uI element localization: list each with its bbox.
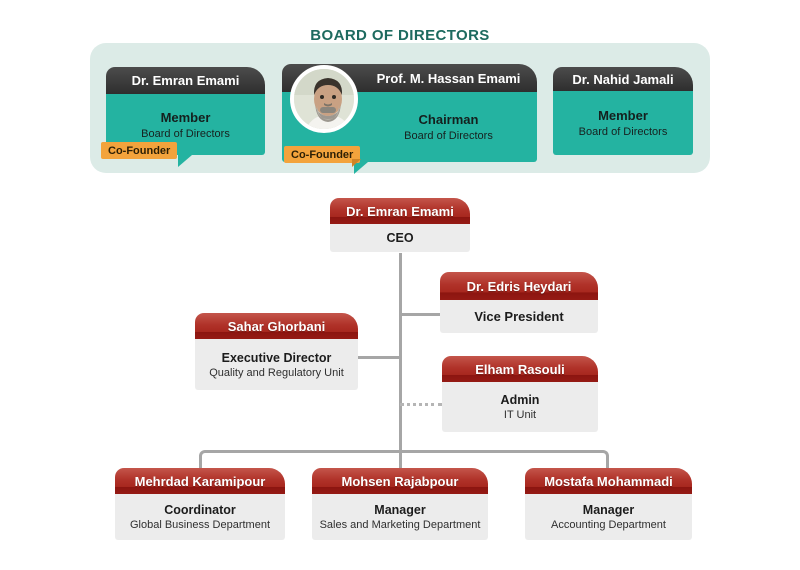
person-name: Dr. Edris Heydari [440, 272, 598, 300]
org-card-admin[interactable]: Elham Rasouli Admin IT Unit [442, 356, 598, 432]
chairman-photo [290, 65, 358, 133]
board-member-role: Member [598, 108, 648, 123]
person-name: Elham Rasouli [442, 356, 598, 382]
connector-to-vice-president [400, 313, 440, 316]
person-title: CEO [386, 231, 414, 245]
person-name: Mohsen Rajabpour [312, 468, 488, 494]
person-title: Coordinator [164, 503, 236, 517]
board-member-org: Board of Directors [404, 130, 493, 142]
connector-to-executive-director [358, 356, 400, 359]
person-unit: Accounting Department [551, 519, 666, 531]
person-name: Mostafa Mohammadi [525, 468, 692, 494]
person-unit: Quality and Regulatory Unit [209, 366, 344, 379]
person-title: Manager [582, 503, 635, 517]
person-title: Executive Director [221, 350, 332, 365]
org-card-ceo[interactable]: Dr. Emran Emami CEO [330, 198, 470, 252]
org-card-vice-president[interactable]: Dr. Edris Heydari Vice President [440, 272, 598, 333]
card-tail [178, 155, 192, 167]
connector-ceo-spine [399, 253, 402, 468]
person-title: Admin [500, 393, 540, 407]
person-name: Dr. Emran Emami [330, 198, 470, 224]
org-card-coordinator[interactable]: Mehrdad Karamipour Coordinator Global Bu… [115, 468, 285, 540]
connector-bottom-row [199, 450, 609, 468]
person-title: Vice President [474, 309, 564, 324]
board-member-org: Board of Directors [141, 127, 230, 140]
board-member-role: Member [160, 109, 211, 125]
dotted-connector-to-admin [400, 403, 442, 406]
org-card-sales-manager[interactable]: Mohsen Rajabpour Manager Sales and Marke… [312, 468, 488, 540]
board-member-name: Dr. Nahid Jamali [553, 67, 693, 91]
person-title: Manager [374, 503, 426, 517]
person-name: Sahar Ghorbani [195, 313, 358, 339]
org-card-executive-director[interactable]: Sahar Ghorbani Executive Director Qualit… [195, 313, 358, 390]
person-name: Mehrdad Karamipour [115, 468, 285, 494]
board-member-card[interactable]: Dr. Nahid Jamali Member Board of Directo… [553, 67, 693, 155]
co-founder-badge: Co-Founder [101, 142, 178, 159]
person-unit: IT Unit [503, 409, 537, 421]
board-member-role: Chairman [418, 112, 479, 127]
board-member-name: Dr. Emran Emami [106, 67, 265, 94]
co-founder-badge: Co-Founder [284, 146, 361, 163]
badge-tail [352, 159, 361, 167]
board-member-org: Board of Directors [578, 126, 668, 138]
org-card-accounting-manager[interactable]: Mostafa Mohammadi Manager Accounting Dep… [525, 468, 692, 540]
person-unit: Global Business Department [129, 519, 270, 531]
board-of-directors-title: BOARD OF DIRECTORS [310, 27, 490, 44]
person-unit: Sales and Marketing Department [319, 519, 481, 531]
